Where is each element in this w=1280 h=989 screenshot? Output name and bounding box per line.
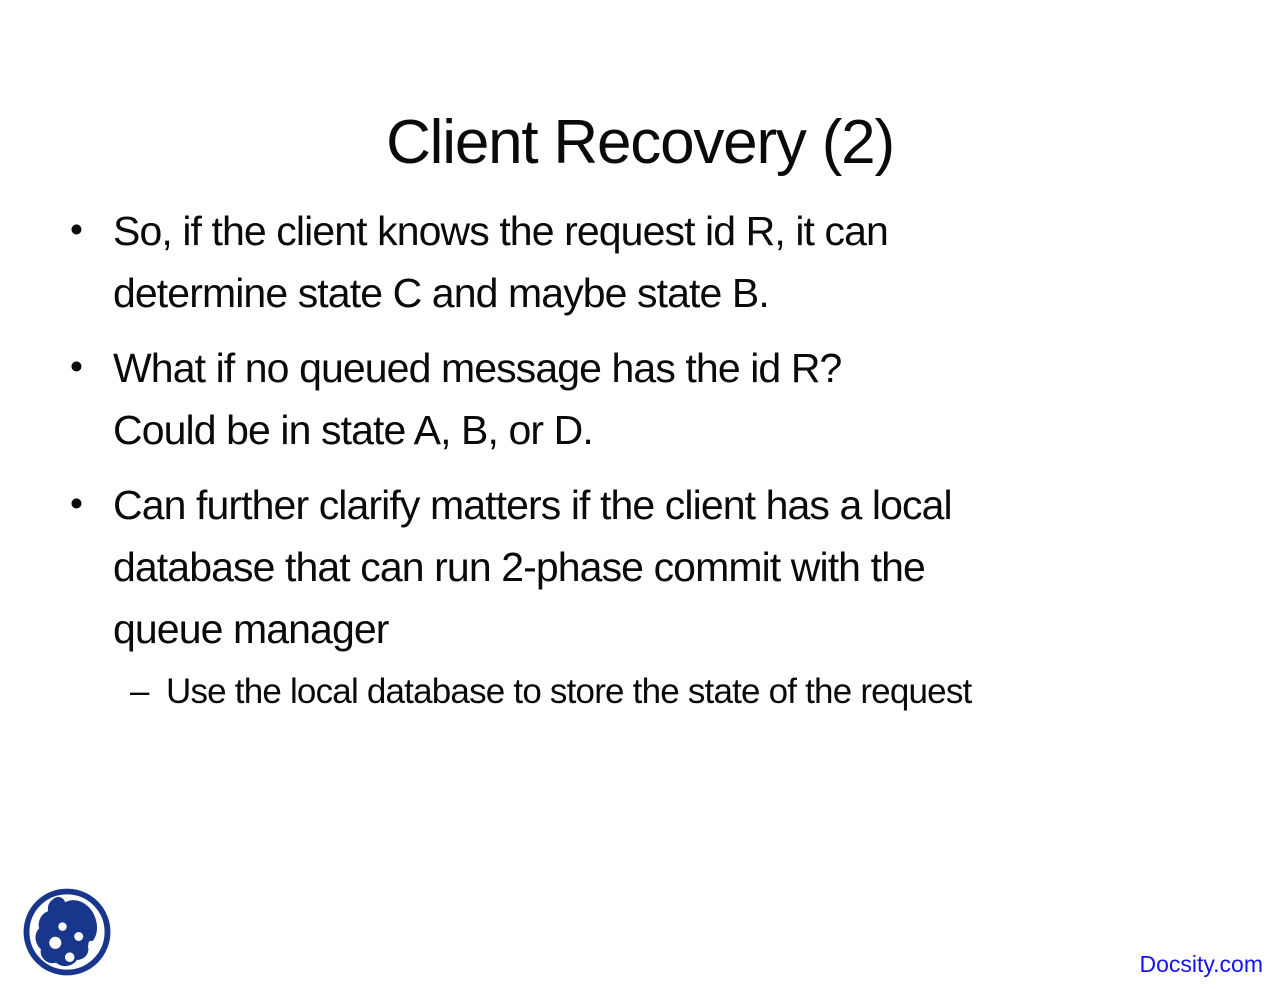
- docsity-logo-icon: [23, 888, 111, 976]
- bullet-marker: •: [70, 346, 83, 387]
- bullet-text: What if no queued message has the id R? …: [113, 345, 842, 453]
- slide-title: Client Recovery (2): [386, 108, 895, 177]
- bullet-item: • So, if the client knows the request id…: [66, 200, 1226, 324]
- bullet-item: • Can further clarify matters if the cli…: [66, 474, 1226, 717]
- bullet-item: • What if no queued message has the id R…: [66, 337, 1226, 461]
- bullet-marker: •: [70, 483, 83, 524]
- slide-body: • So, if the client knows the request id…: [66, 200, 1226, 730]
- bullet-text: So, if the client knows the request id R…: [113, 208, 889, 316]
- bullet-marker: •: [70, 209, 83, 250]
- bullet-text: Can further clarify matters if the clien…: [113, 482, 953, 652]
- docsity-watermark: Docsity.com: [1139, 951, 1263, 977]
- sub-bullet-text: Use the local database to store the stat…: [166, 672, 972, 711]
- dash-marker: –: [130, 672, 149, 711]
- sub-bullet-item: – Use the local database to store the st…: [130, 667, 1226, 717]
- sub-bullet-list: – Use the local database to store the st…: [113, 667, 1226, 717]
